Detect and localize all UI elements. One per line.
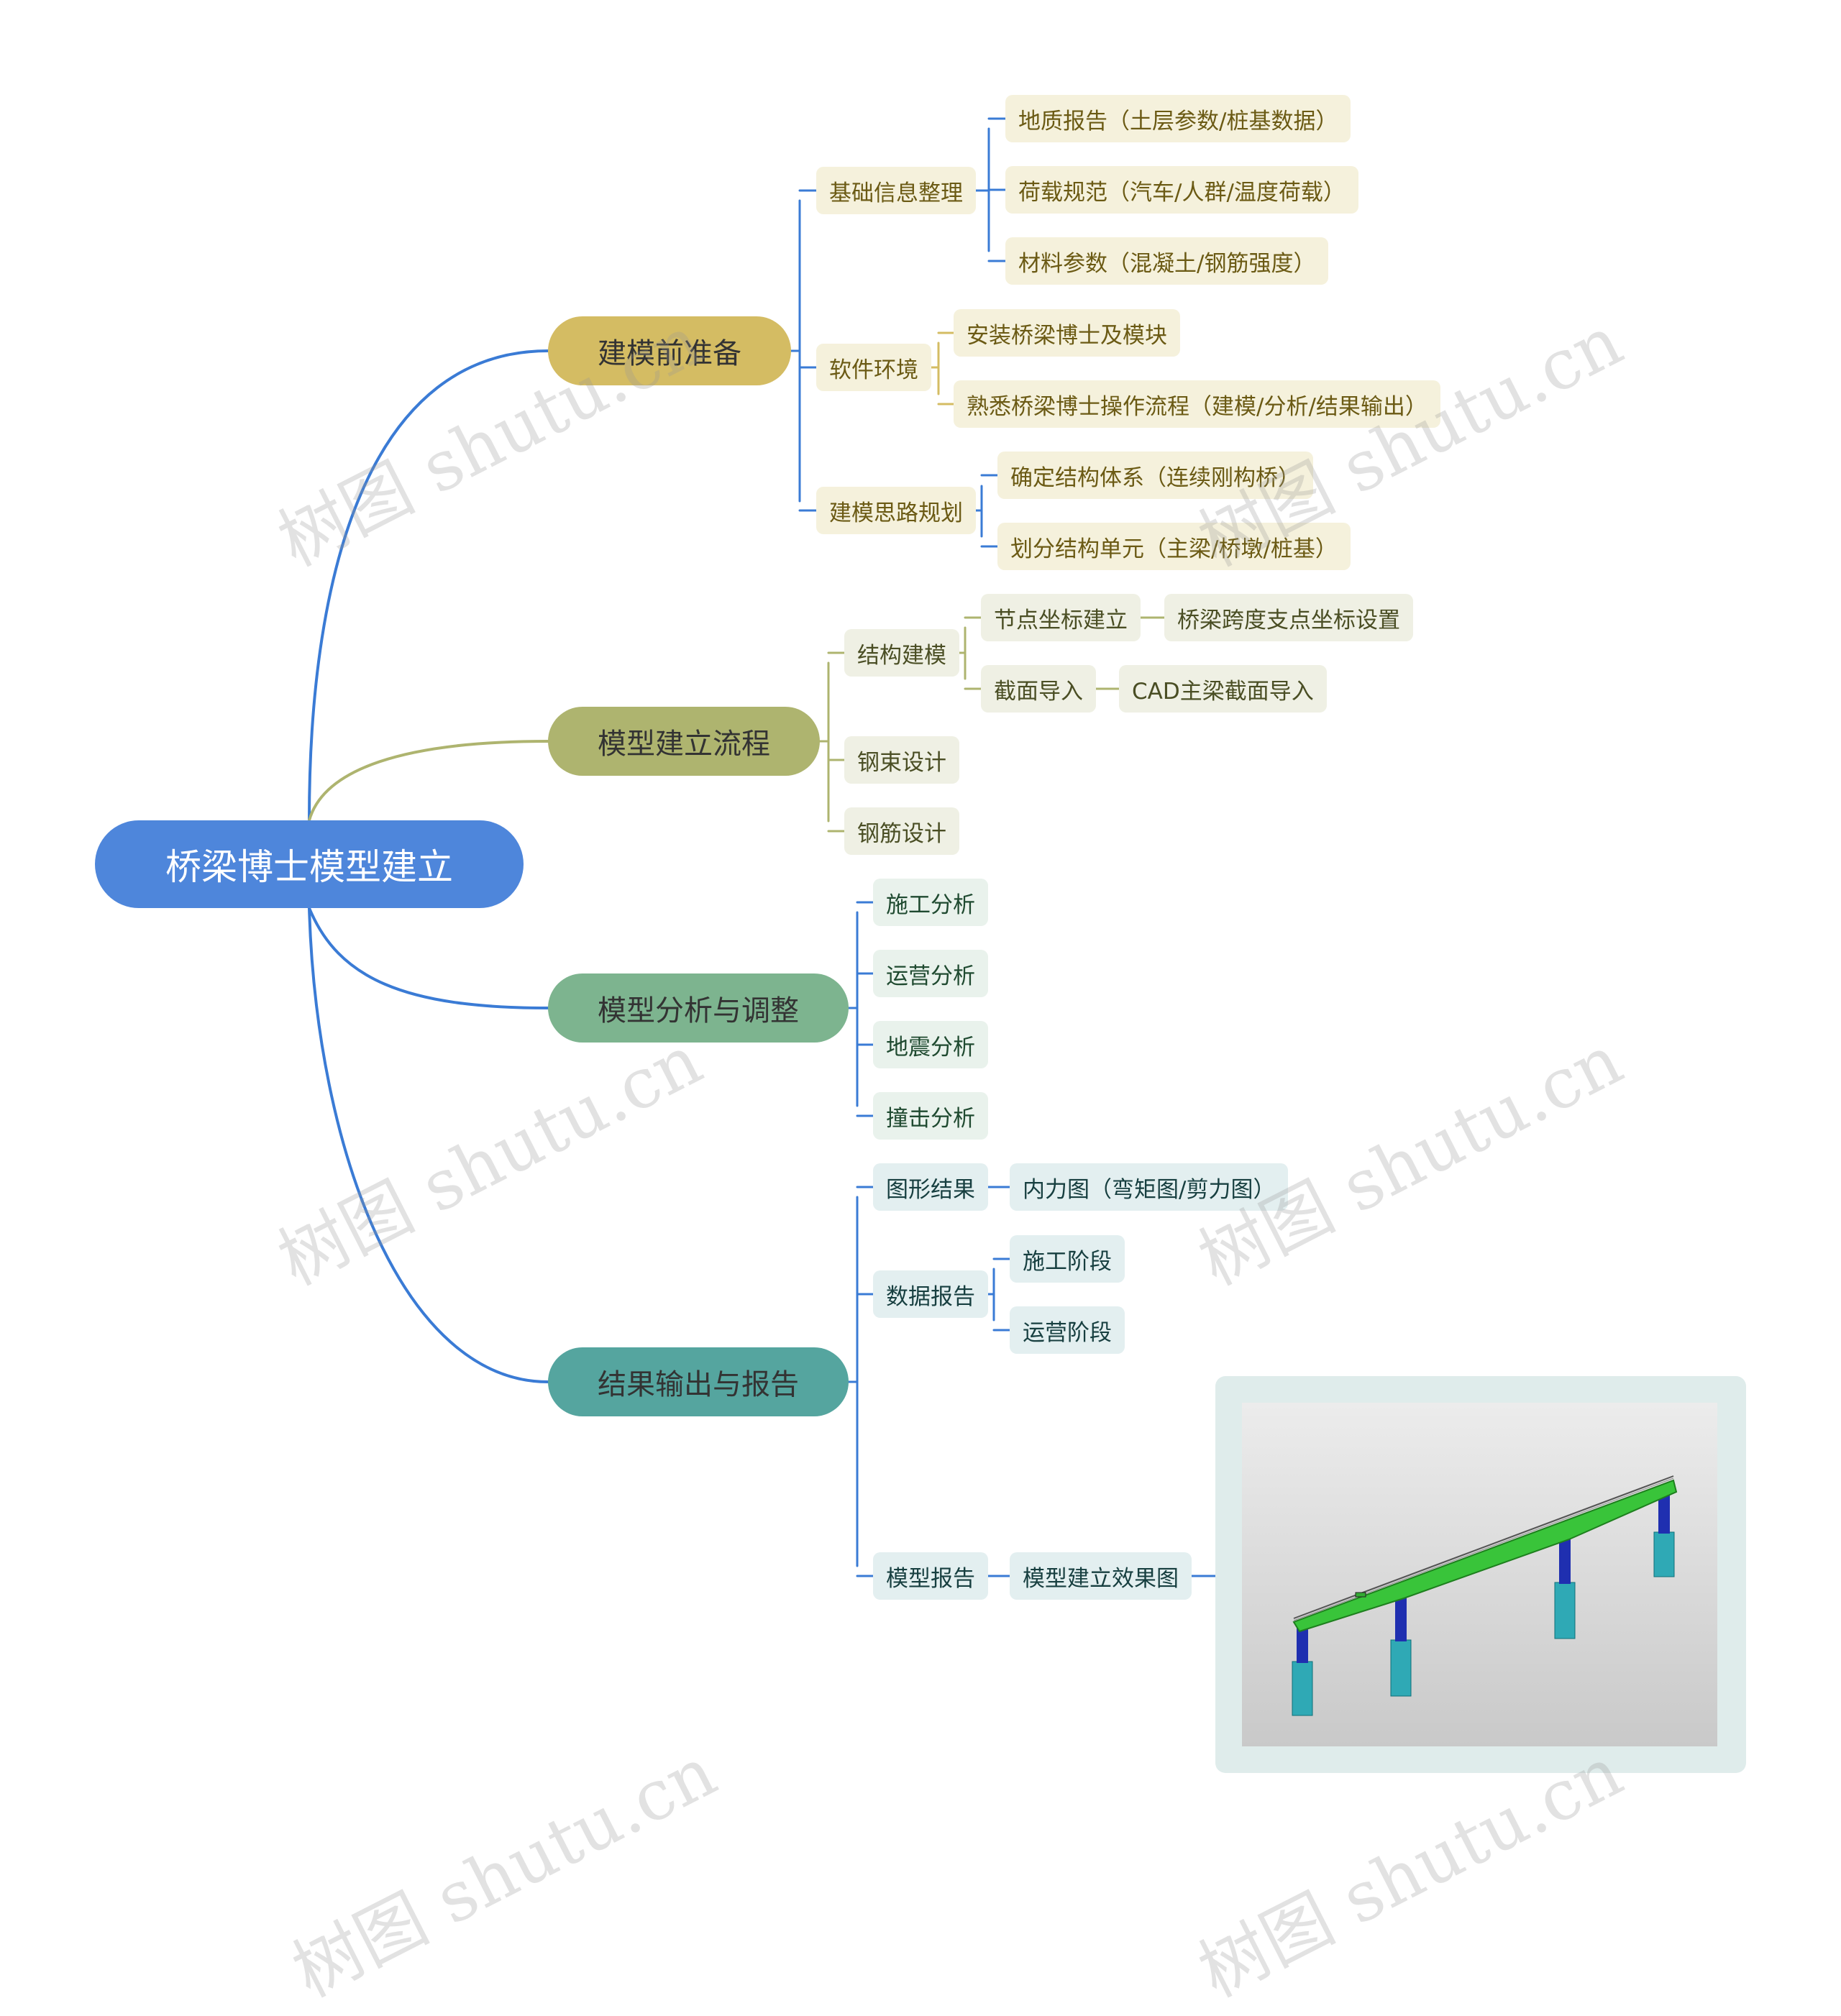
item-geology-report[interactable]: 地质报告（土层参数/桩基数据） xyxy=(1005,95,1351,142)
root-link xyxy=(308,907,549,1383)
group-impact-analysis[interactable]: 撞击分析 xyxy=(873,1092,988,1140)
branch-modeling-preparation[interactable]: 建模前准备 xyxy=(548,316,791,385)
root-link xyxy=(308,740,549,822)
root-node[interactable]: 桥梁博士模型建立 xyxy=(95,820,524,908)
bridge-model-image-frame xyxy=(1215,1376,1746,1773)
group-data-report[interactable]: 数据报告 xyxy=(873,1270,988,1318)
item-section-import[interactable]: 截面导入 xyxy=(981,665,1096,713)
bridge-render-icon xyxy=(1292,1475,1678,1716)
item-material-params[interactable]: 材料参数（混凝土/钢筋强度） xyxy=(1005,237,1329,285)
item-model-rendering[interactable]: 模型建立效果图 xyxy=(1010,1552,1192,1600)
connector-lines xyxy=(308,117,1217,1577)
item-structure-units[interactable]: 划分结构单元（主梁/桥墩/桩基） xyxy=(997,523,1351,570)
item-internal-force-diagram[interactable]: 内力图（弯矩图/剪力图） xyxy=(1010,1163,1289,1211)
item-span-support-coords[interactable]: 桥梁跨度支点坐标设置 xyxy=(1164,594,1413,641)
root-link xyxy=(308,349,549,822)
group-tendon-design[interactable]: 钢束设计 xyxy=(844,736,959,784)
item-node-coordinates[interactable]: 节点坐标建立 xyxy=(981,594,1141,641)
root-link xyxy=(308,907,549,1009)
mind-map-canvas: 桥梁博士模型建立 建模前准备 基础信息整理 地质报告（土层参数/桩基数据） 荷载… xyxy=(95,95,1746,2012)
group-structure-modeling[interactable]: 结构建模 xyxy=(844,629,959,677)
branch-modeling-flow[interactable]: 模型建立流程 xyxy=(548,707,820,776)
group-operation-analysis[interactable]: 运营分析 xyxy=(873,950,988,997)
item-construction-stage[interactable]: 施工阶段 xyxy=(1010,1235,1125,1283)
group-rebar-design[interactable]: 钢筋设计 xyxy=(844,807,959,855)
item-learn-workflow[interactable]: 熟悉桥梁博士操作流程（建模/分析/结果输出） xyxy=(954,380,1440,428)
group-modeling-plan[interactable]: 建模思路规划 xyxy=(816,487,976,534)
group-software-env[interactable]: 软件环境 xyxy=(816,344,931,391)
group-seismic-analysis[interactable]: 地震分析 xyxy=(873,1021,988,1068)
item-cad-section-import[interactable]: CAD主梁截面导入 xyxy=(1119,665,1327,713)
group-basic-info[interactable]: 基础信息整理 xyxy=(816,167,976,214)
group-model-report[interactable]: 模型报告 xyxy=(873,1552,988,1600)
item-operation-stage[interactable]: 运营阶段 xyxy=(1010,1306,1125,1354)
branch-results-report[interactable]: 结果输出与报告 xyxy=(548,1347,849,1416)
group-construction-analysis[interactable]: 施工分析 xyxy=(873,879,988,926)
branch-analysis-adjust[interactable]: 模型分析与调整 xyxy=(548,973,849,1043)
item-load-spec[interactable]: 荷载规范（汽车/人群/温度荷载） xyxy=(1005,166,1358,214)
bridge-model-image xyxy=(1242,1403,1717,1746)
item-structure-system[interactable]: 确定结构体系（连续刚构桥） xyxy=(997,452,1313,499)
item-install-software[interactable]: 安装桥梁博士及模块 xyxy=(954,309,1180,357)
group-graphic-results[interactable]: 图形结果 xyxy=(873,1163,988,1211)
